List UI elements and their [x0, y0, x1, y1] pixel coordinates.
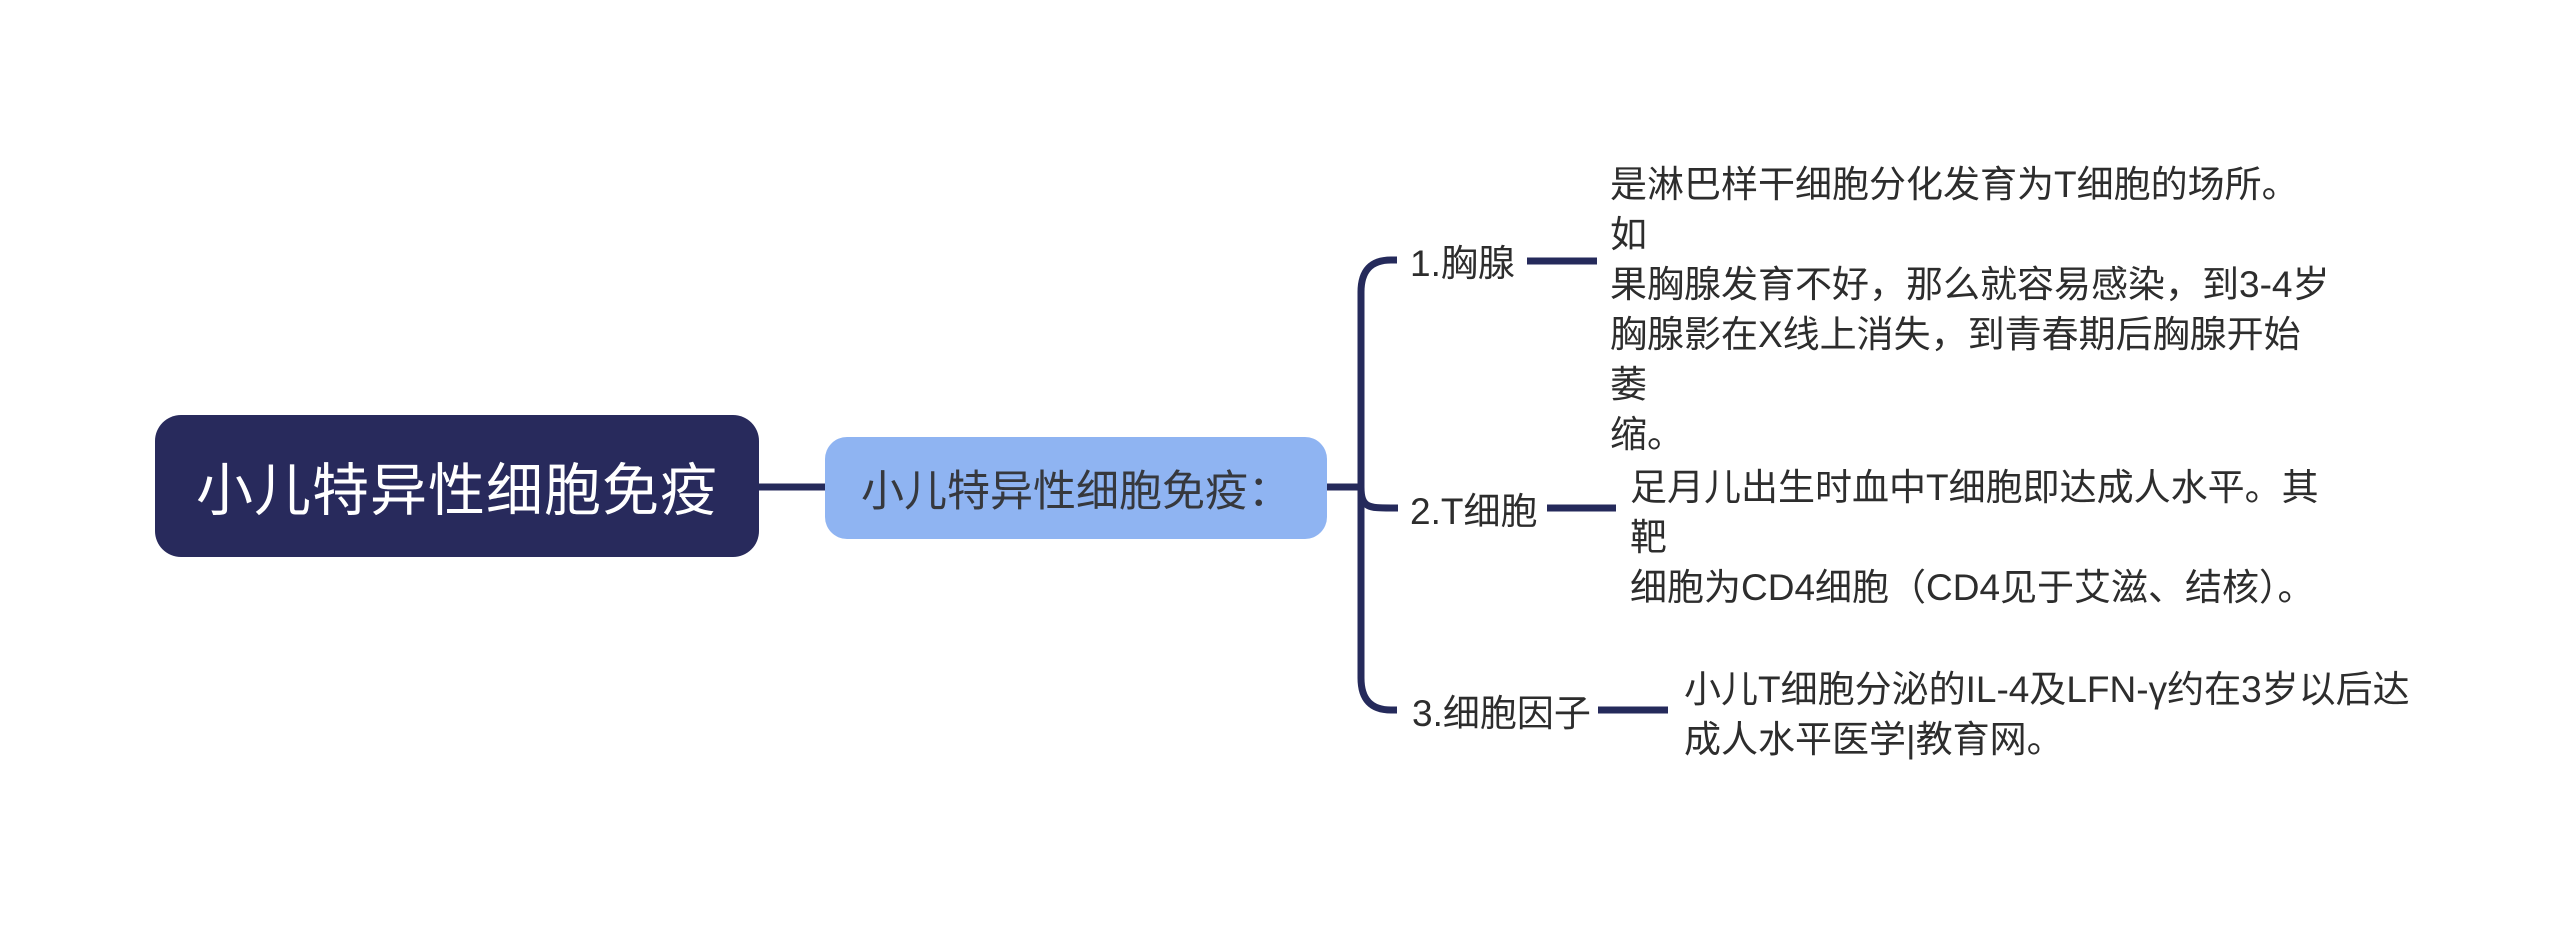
center-node[interactable]: 小儿特异性细胞免疫：	[825, 437, 1327, 539]
branch-3-label[interactable]: 3.细胞因子	[1412, 693, 1591, 734]
branch-2-description[interactable]: 足月儿出生时血中T细胞即达成人水平。其靶 细胞为CD4细胞（CD4见于艾滋、结核…	[1630, 467, 2319, 608]
branch-2-label[interactable]: 2.T细胞	[1410, 491, 1538, 532]
root-node[interactable]: 小儿特异性细胞免疫	[155, 415, 759, 557]
branch-2-elbow	[1357, 486, 1398, 512]
branch-3-description[interactable]: 小儿T细胞分泌的IL-4及LFN-γ约在3岁以后达 成人水平医学|教育网。	[1684, 669, 2410, 760]
branch-1-label[interactable]: 1.胸腺	[1410, 243, 1515, 284]
center-node-label: 小儿特异性细胞免疫：	[861, 468, 1291, 516]
root-node-label: 小儿特异性细胞免疫	[196, 459, 718, 523]
branch-1-description[interactable]: 是淋巴样干细胞分化发育为T细胞的场所。如 果胸腺发育不好，那么就容易感染，到3-…	[1610, 164, 2330, 455]
trunk-line	[1357, 256, 1397, 714]
